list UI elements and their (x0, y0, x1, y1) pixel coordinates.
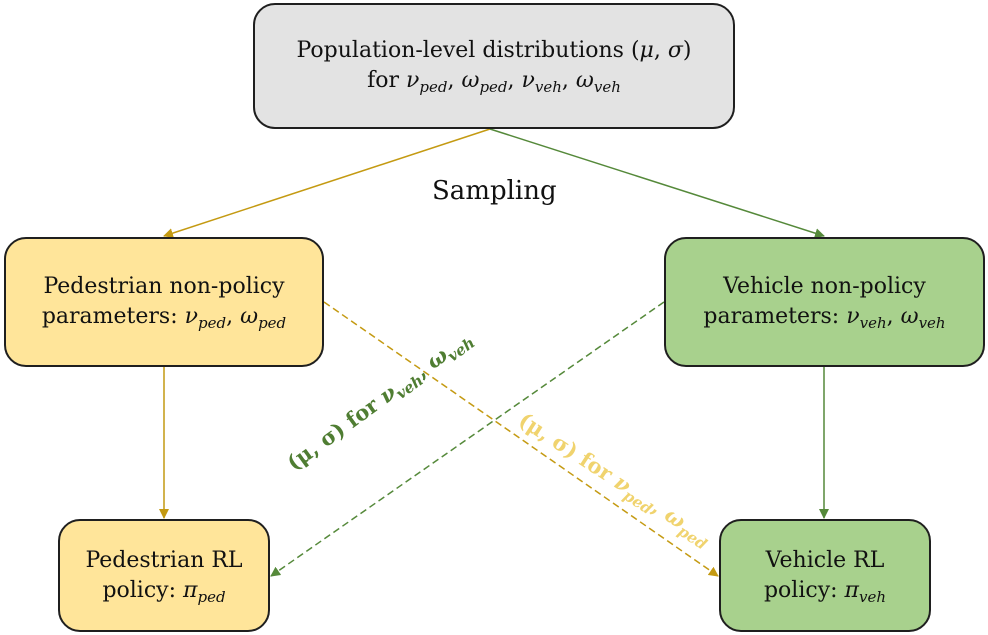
nu-symbol: ν (846, 304, 860, 329)
subscript-veh: veh (593, 78, 621, 96)
top-box-line-1: Population-level distributions (μ, σ) (297, 36, 692, 66)
pi-symbol: π (844, 577, 859, 603)
subscript-veh: veh (534, 78, 562, 96)
dashed-arrow-vehicle-to-pedestrian-rl (270, 301, 665, 577)
mu-symbol: μ (639, 38, 654, 63)
pedestrian-rl-policy-box: Pedestrian RL policy: πped (58, 519, 270, 632)
top-box-line-2: for νped, ωped, νveh, ωveh (367, 66, 621, 96)
parameters-prefix: parameters: (703, 304, 847, 329)
subscript-ped: ped (197, 587, 226, 606)
separator: , (507, 68, 522, 93)
separator: , (226, 304, 241, 329)
omega-symbol: ω (900, 304, 919, 329)
nu-symbol: ν (184, 304, 199, 329)
dashed-arrow-pedestrian-to-vehicle-rl (323, 301, 719, 577)
arrow-top-to-vehicle (489, 128, 825, 239)
pedestrian-parameters-box: Pedestrian non-policy parameters: νped, … (4, 237, 324, 367)
omega-symbol: ω (461, 68, 480, 93)
nu-symbol: ν (406, 68, 420, 93)
arrow-top-to-pedestrian (163, 128, 491, 238)
subscript-veh: veh (859, 314, 887, 332)
vehicle-parameters-box: Vehicle non-policy parameters: νveh, ωve… (664, 237, 985, 367)
subscript-ped: ped (479, 78, 508, 96)
pedestrian-rl-line-1: Pedestrian RL (85, 547, 243, 573)
vehicle-box-line-1: Vehicle non-policy (723, 274, 926, 299)
vehicle-rl-policy-box: Vehicle RL policy: πveh (719, 519, 931, 632)
subscript-veh: veh (859, 587, 887, 606)
pi-symbol: π (183, 577, 198, 603)
subscript-ped: ped (198, 314, 227, 332)
sigma-symbol: σ (667, 38, 683, 63)
population-distributions-box: Population-level distributions (μ, σ) fo… (253, 3, 735, 129)
omega-symbol: ω (240, 304, 259, 329)
for-word: for (367, 68, 407, 93)
separator: , (447, 68, 462, 93)
separator: , (561, 68, 576, 93)
sampling-label: Sampling (432, 176, 557, 206)
policy-prefix: policy: (102, 577, 183, 603)
pedestrian-rl-line-2: policy: πped (102, 576, 225, 606)
subscript-veh: veh (918, 314, 946, 332)
pedestrian-box-line-1: Pedestrian non-policy (43, 274, 285, 299)
vehicle-rl-line-1: Vehicle RL (765, 547, 885, 573)
parameters-prefix: parameters: (41, 304, 185, 329)
pedestrian-box-line-2: parameters: νped, ωped (42, 302, 286, 332)
omega-symbol: ω (575, 68, 594, 93)
subscript-ped: ped (258, 314, 287, 332)
vehicle-box-line-2: parameters: νveh, ωveh (703, 302, 945, 332)
top-box-text: Population-level distributions ( (296, 38, 640, 63)
comma: , (653, 38, 668, 63)
close-paren: ) (682, 38, 692, 63)
policy-prefix: policy: (763, 577, 845, 603)
nu-symbol: ν (521, 68, 535, 93)
subscript-ped: ped (419, 78, 448, 96)
separator: , (886, 304, 901, 329)
vehicle-rl-line-2: policy: πveh (764, 576, 886, 606)
